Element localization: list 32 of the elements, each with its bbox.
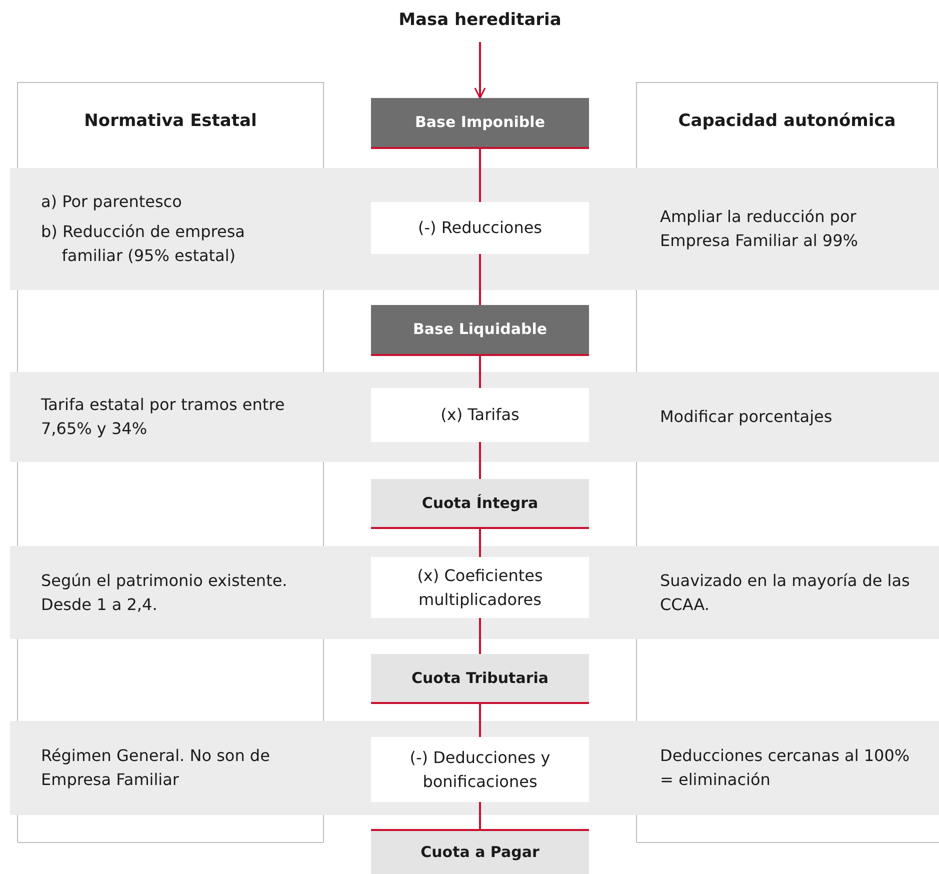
connector-line (479, 704, 481, 737)
flow-start-text: Masa hereditaria (330, 6, 630, 36)
operation-box: (-) Deducciones y bonificaciones (371, 737, 589, 802)
stage-box: Cuota Íntegra (371, 479, 589, 529)
note-text: a) Por parentesco (41, 191, 183, 213)
band-background (10, 372, 939, 462)
stage-box: Cuota Tributaria (371, 654, 589, 704)
operation-box: (x) Tarifas (371, 388, 589, 442)
operation-box: (x) Coeficientes multiplicadores (371, 557, 589, 618)
band-background (10, 546, 939, 639)
band-background (10, 168, 939, 290)
connector-line (479, 802, 481, 829)
note-text: Ampliar la reducción por Empresa Familiar al 99% (660, 206, 859, 252)
note-text: Según el patrimonio existente. Desde 1 a 2,4. (41, 570, 288, 616)
note-text: Modificar porcentajes (660, 406, 834, 428)
connector-line (479, 149, 481, 202)
note-text: b) Reducción de empresa familiar (95% estatal) (41, 221, 246, 267)
band-background (10, 721, 939, 815)
note-text: Tarifa estatal por tramos entre 7,65% y 34% (41, 394, 286, 440)
stage-box: Base Liquidable (371, 305, 589, 356)
stage-box: Base Imponible (371, 98, 589, 149)
connector-line (479, 529, 481, 557)
note-text: Deducciones cercanas al 100% = eliminación (660, 745, 911, 791)
connector-line (479, 356, 481, 388)
note-text: Régimen General. No son de Empresa Familiar (41, 745, 271, 791)
connector-line (479, 442, 481, 479)
connector-line (479, 618, 481, 654)
connector-line (479, 254, 481, 305)
operation-box: (-) Reducciones (371, 202, 589, 254)
stage-box: Cuota a Pagar (371, 829, 589, 874)
note-text: Suavizado en la mayoría de las CCAA. (660, 570, 911, 616)
arrow (474, 42, 486, 99)
